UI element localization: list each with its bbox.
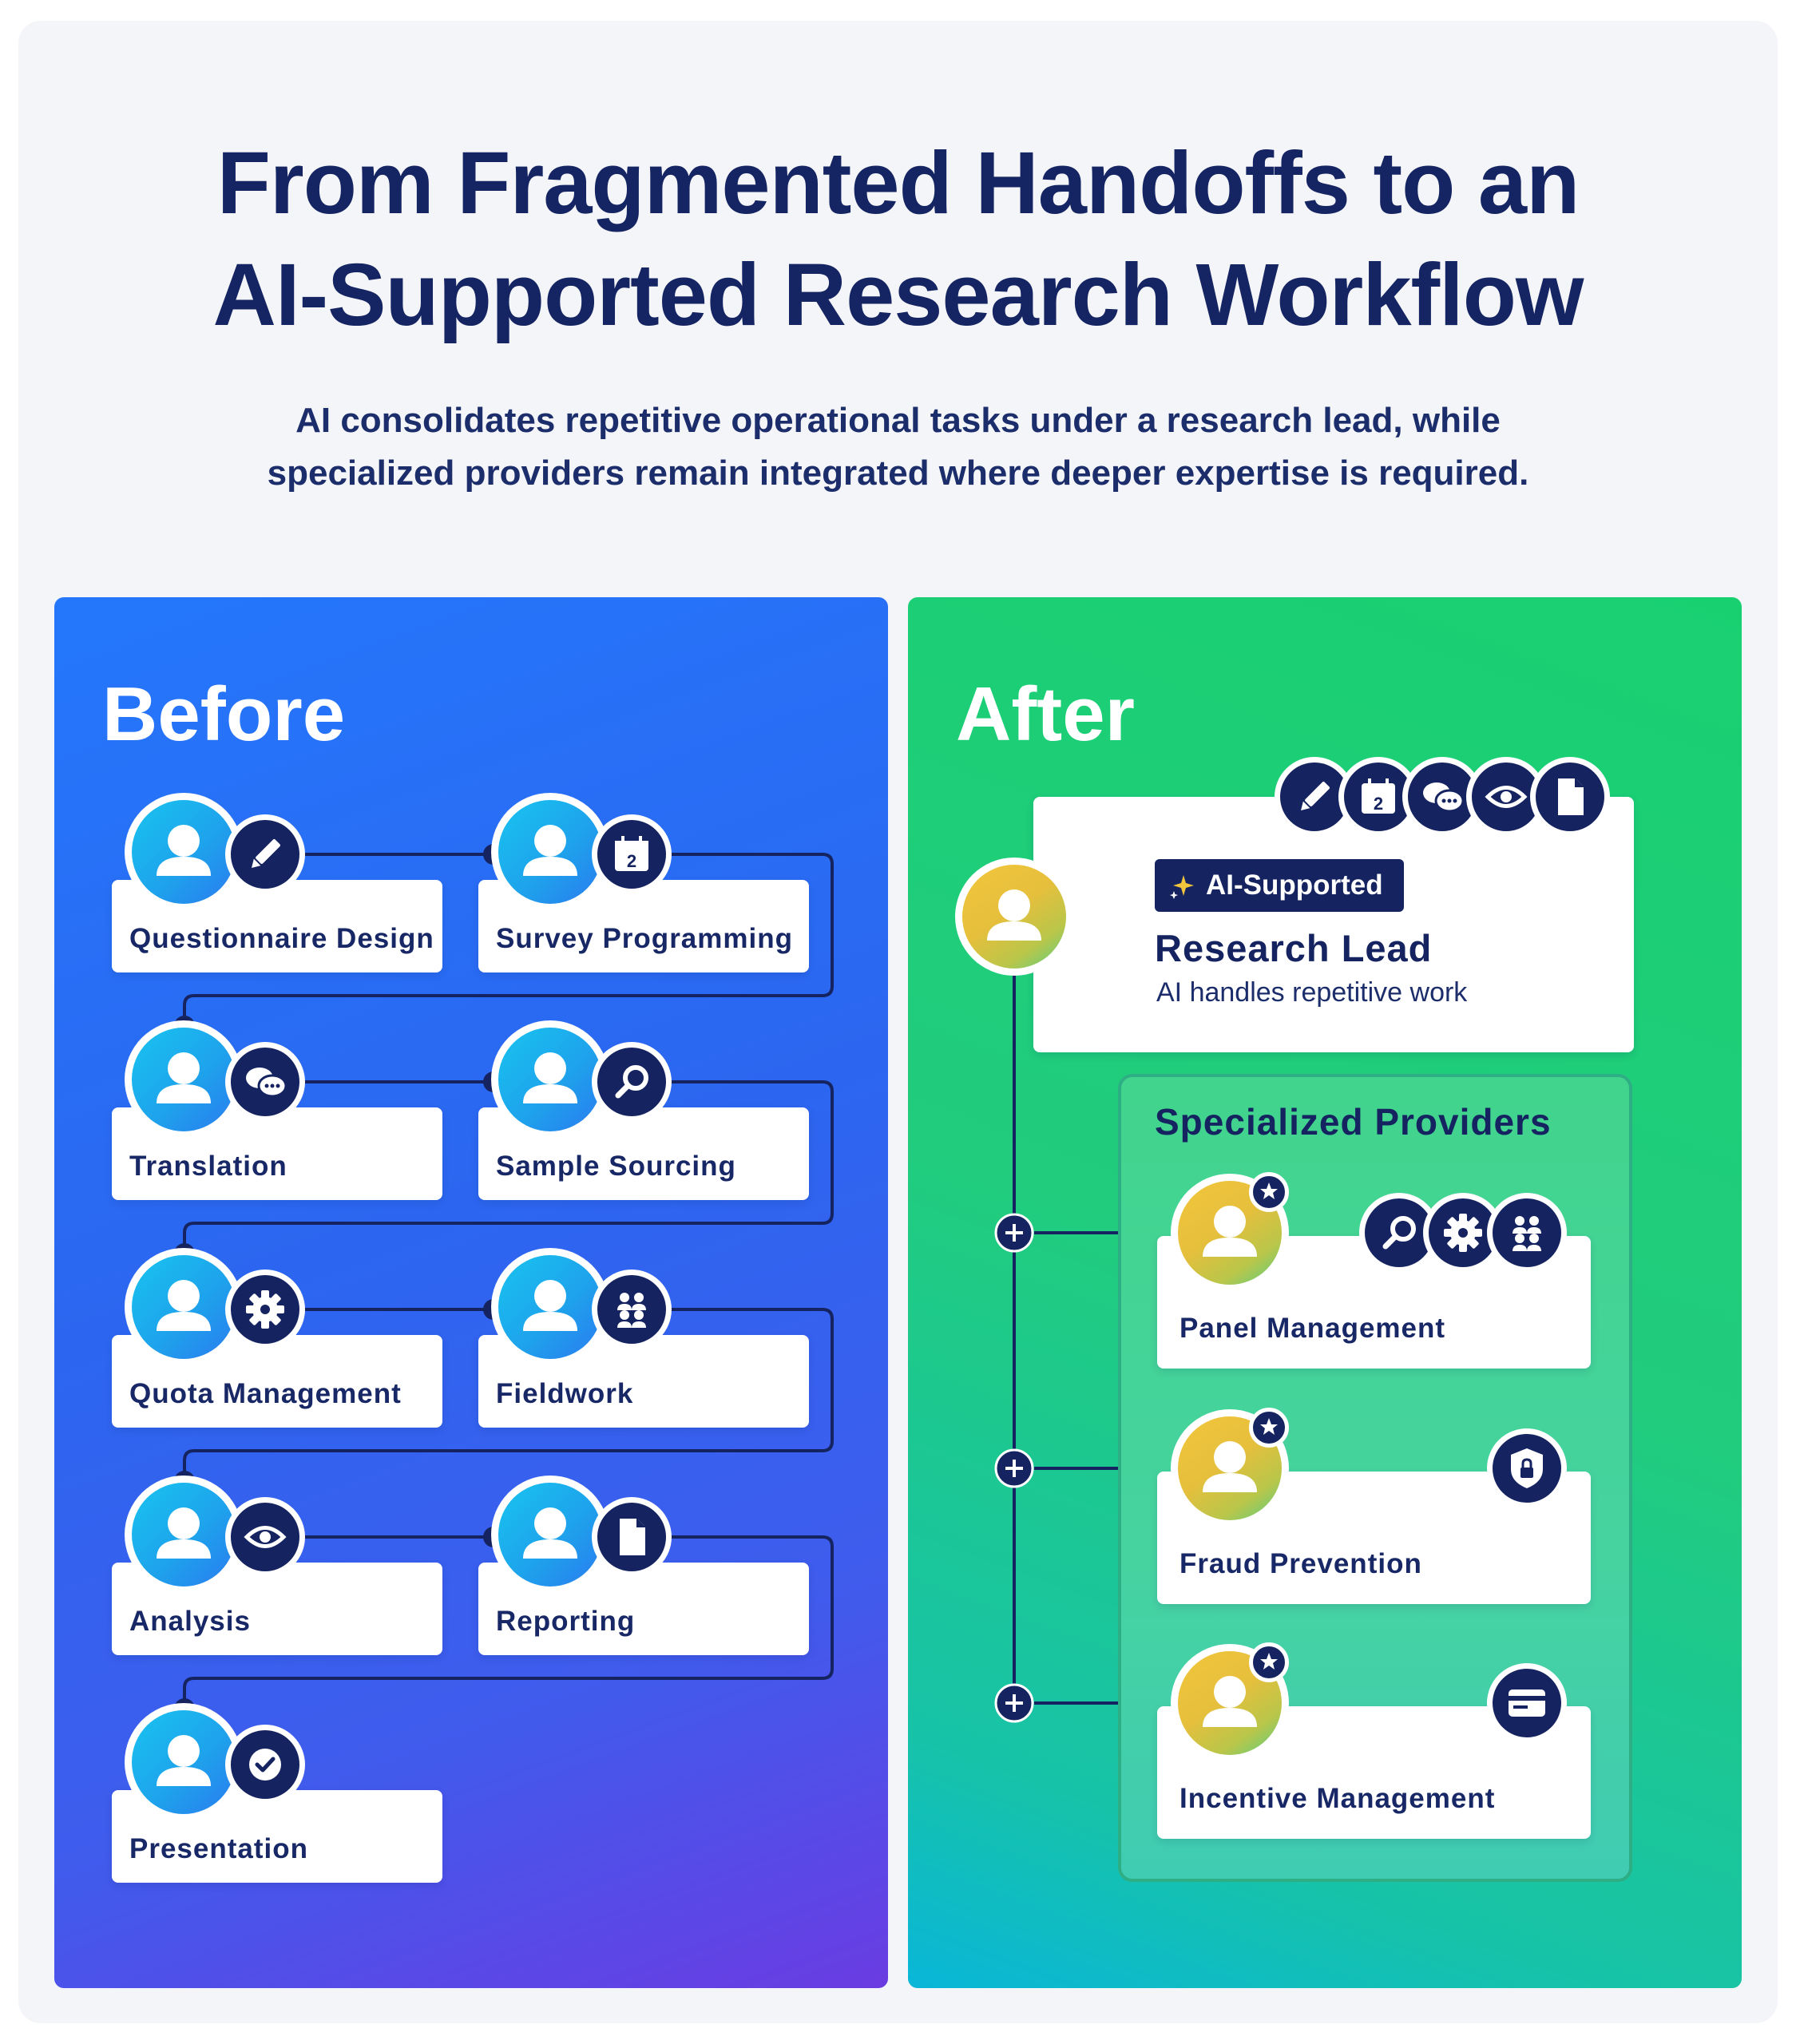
person-avatar <box>125 1020 243 1139</box>
shield-lock-icon <box>1487 1428 1567 1508</box>
step-label: Fieldwork <box>496 1378 634 1409</box>
magnifier-icon <box>592 1042 672 1122</box>
ai-supported-badge: AI-Supported <box>1155 859 1404 912</box>
star-icon <box>1249 1642 1289 1682</box>
step-card-quota-management: Quota Management <box>112 1335 442 1428</box>
person-avatar <box>491 793 609 911</box>
eye-icon <box>225 1497 305 1577</box>
provider-label: Panel Management <box>1179 1313 1446 1344</box>
person-icon <box>987 889 1041 941</box>
title-line-1: From Fragmented Handoffs to an <box>216 134 1580 232</box>
research-lead-title: Research Lead <box>1155 927 1433 969</box>
svg-text:2: 2 <box>627 851 636 871</box>
person-icon <box>523 1507 577 1559</box>
provider-avatar <box>1171 1644 1289 1762</box>
person-icon <box>523 825 577 876</box>
subtitle-line-1: AI consolidates repetitive operational t… <box>295 401 1501 440</box>
document-icon <box>1530 757 1610 837</box>
step-label: Presentation <box>129 1833 308 1864</box>
before-heading: Before <box>102 671 346 757</box>
person-icon <box>157 825 211 876</box>
person-avatar <box>125 1703 243 1821</box>
person-avatar <box>491 1020 609 1139</box>
person-avatar <box>125 1476 243 1594</box>
person-icon <box>1203 1441 1257 1492</box>
person-avatar <box>491 1248 609 1366</box>
step-label: Questionnaire Design <box>129 923 434 954</box>
after-heading: After <box>956 671 1136 757</box>
ai-badge-label: AI-Supported <box>1206 869 1383 901</box>
person-icon <box>1203 1206 1257 1257</box>
step-label: Survey Programming <box>496 923 793 954</box>
research-lead-card <box>1033 797 1634 1052</box>
person-avatar <box>125 793 243 911</box>
person-icon <box>523 1280 577 1331</box>
person-icon <box>157 1280 211 1331</box>
plus-icon <box>994 1448 1034 1488</box>
pencil-icon <box>225 814 305 894</box>
document-icon <box>592 1497 672 1577</box>
person-icon <box>157 1735 211 1786</box>
person-icon <box>523 1052 577 1103</box>
specialized-providers-title: Specialized Providers <box>1155 1101 1552 1143</box>
plus-icon <box>994 1213 1034 1253</box>
svg-text:2: 2 <box>1374 794 1383 814</box>
person-avatar <box>125 1248 243 1366</box>
page-subtitle: AI consolidates repetitive operational t… <box>0 394 1796 500</box>
provider-label: Fraud Prevention <box>1179 1548 1422 1579</box>
step-label: Sample Sourcing <box>496 1151 736 1182</box>
provider-label: Incentive Management <box>1179 1783 1496 1814</box>
star-icon <box>1249 1172 1289 1212</box>
star-icon <box>1249 1408 1289 1448</box>
page-title: From Fragmented Handoffs to an AI-Suppor… <box>0 128 1796 351</box>
people-icon <box>592 1270 672 1349</box>
step-label: Reporting <box>496 1606 636 1637</box>
sparkle-icon <box>1170 875 1194 899</box>
workflow-path <box>183 853 834 1709</box>
person-icon <box>157 1507 211 1559</box>
step-label: Translation <box>129 1151 287 1182</box>
provider-avatar <box>1171 1174 1289 1292</box>
title-line-2: AI-Supported Research Workflow <box>212 246 1584 344</box>
person-icon <box>157 1052 211 1103</box>
subtitle-line-2: specialized providers remain integrated … <box>267 454 1529 493</box>
gear-icon <box>225 1270 305 1349</box>
research-lead-avatar <box>955 858 1073 976</box>
research-lead-subtitle: AI handles repetitive work <box>1156 977 1468 1008</box>
step-card-reporting: Reporting <box>478 1563 809 1655</box>
people-icon <box>1487 1193 1567 1273</box>
chat-bubbles-icon <box>225 1042 305 1122</box>
person-avatar <box>491 1476 609 1594</box>
checkmark-icon <box>225 1725 305 1804</box>
card-icon <box>1487 1663 1567 1743</box>
person-icon <box>1203 1676 1257 1727</box>
calendar-icon: 2 <box>592 814 672 894</box>
step-label: Quota Management <box>129 1378 402 1409</box>
step-label: Analysis <box>129 1606 251 1637</box>
plus-icon <box>994 1683 1034 1723</box>
